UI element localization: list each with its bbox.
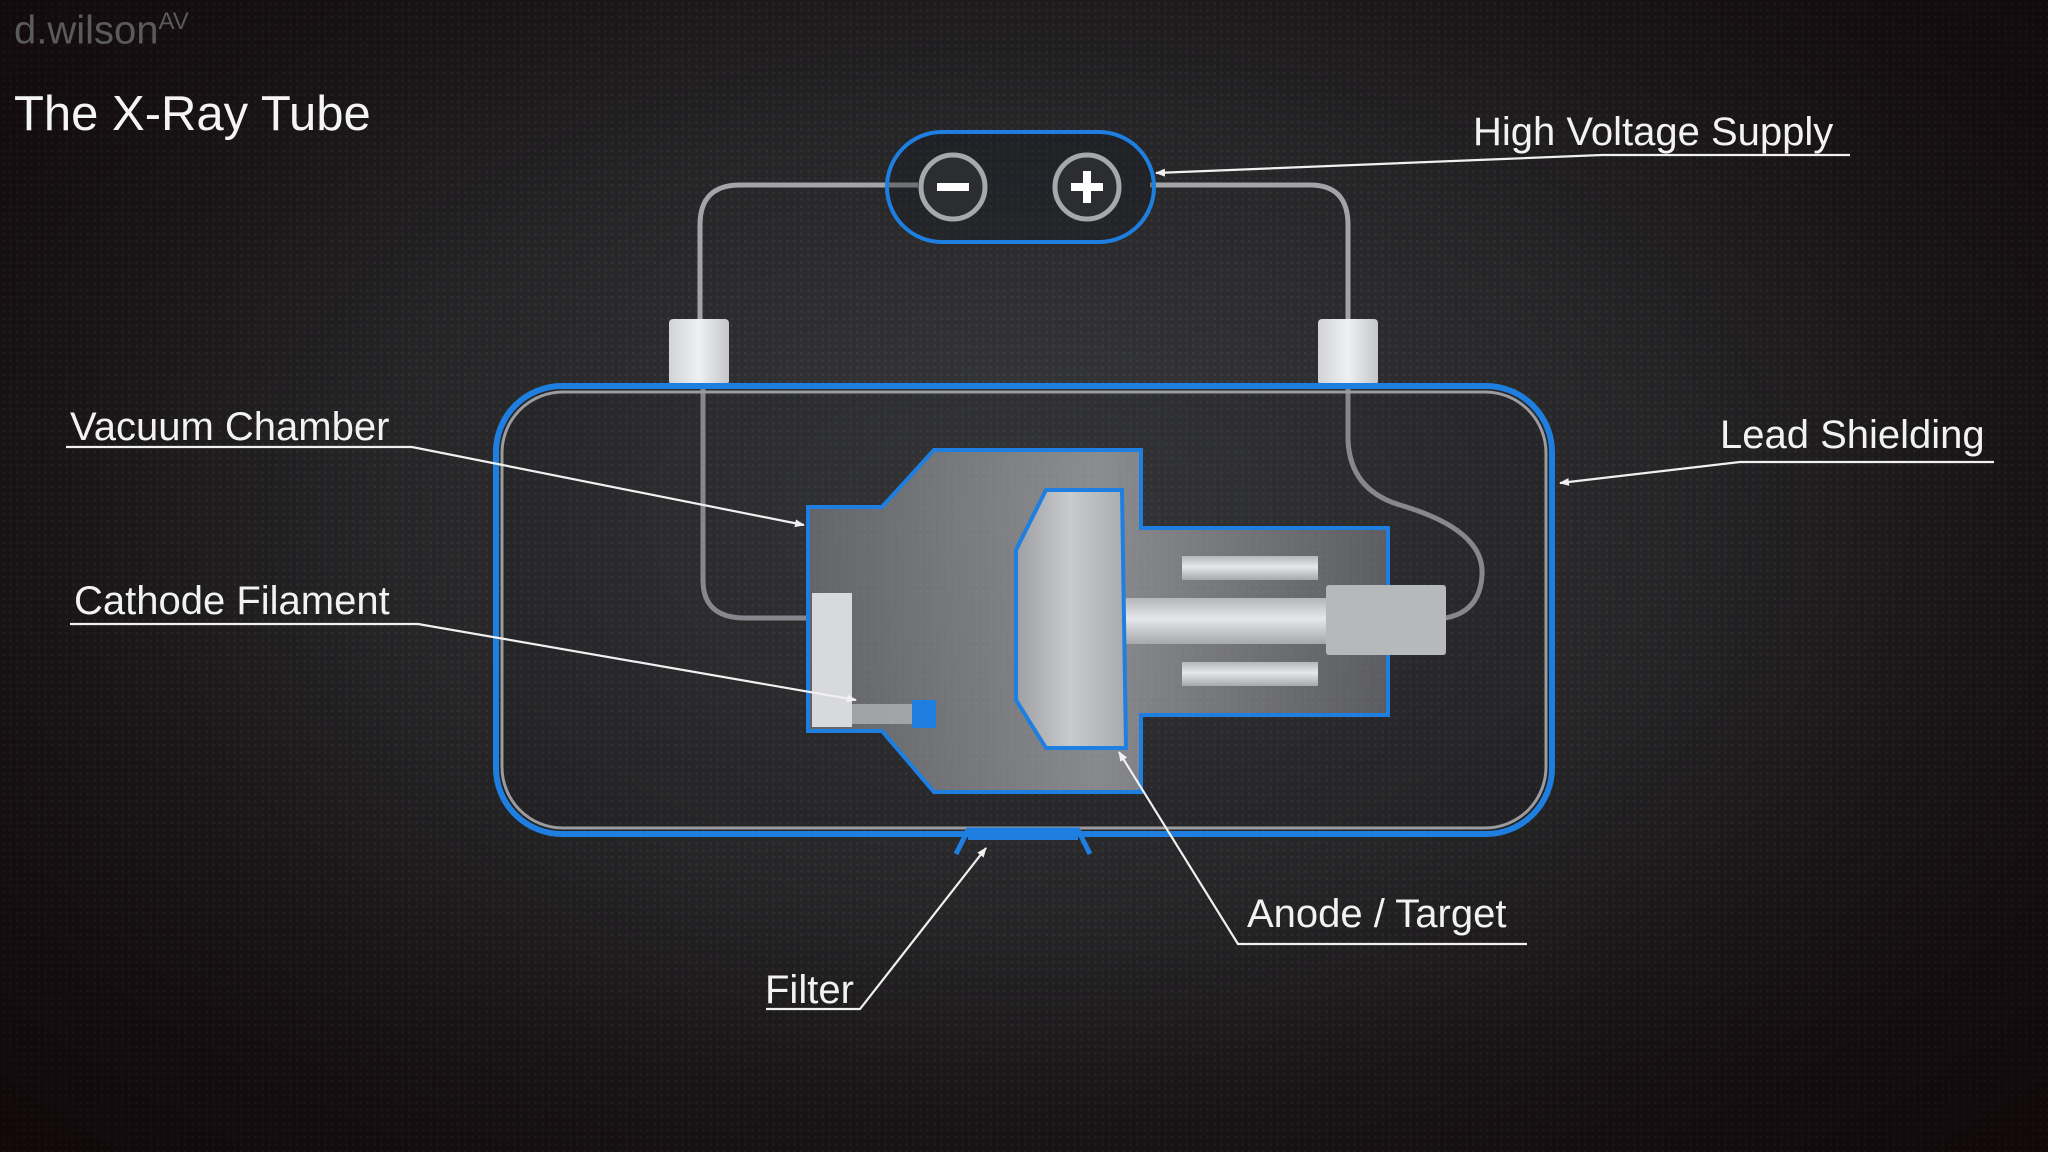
leader-lines [66,153,1994,1011]
page-title: The X-Ray Tube [14,87,371,141]
cathode-stem [852,704,912,724]
leader-vacuum-chamber [66,445,805,528]
leader-high-voltage [1155,153,1850,177]
terminal-right [1318,319,1378,385]
anode-assembly [1014,488,1446,750]
anode-rotor-bottom [1182,662,1318,686]
cathode-filament-element [912,700,936,728]
leader-cathode-filament [70,622,857,703]
filter-window [953,827,1093,856]
plus-sign-vertical [1083,171,1091,203]
anode-target-disc [1014,488,1129,750]
cathode-block [812,593,852,727]
anode-rotor-top [1182,556,1318,580]
label-vacuum-chamber: Vacuum Chamber [70,405,389,449]
leader-lead-shielding [1559,460,1994,486]
anode-bearing [1326,585,1446,655]
wire-positive [1150,182,1351,320]
leader-filter [766,847,987,1011]
label-high-voltage-supply: High Voltage Supply [1473,110,1833,154]
wire-cathode-internal [700,385,810,621]
leader-anode-target [1118,751,1527,946]
anode-shaft [1124,598,1342,644]
label-cathode-filament: Cathode Filament [74,579,390,623]
label-filter: Filter [765,968,854,1012]
diagram-labels: High Voltage Supply Vacuum Chamber Lead … [70,110,1985,1012]
filter-plate [968,834,1078,840]
watermark-superscript: AV [158,8,189,35]
cathode-assembly [812,593,936,728]
minus-sign-icon [937,183,969,191]
watermark: d.wilsonAV [14,8,189,53]
watermark-text: d.wilson [14,8,159,53]
wire-anode-internal [1345,385,1485,621]
label-anode-target: Anode / Target [1247,892,1506,936]
wire-negative [697,182,918,320]
high-voltage-supply [885,130,1156,244]
filter-slot [953,827,1093,856]
label-lead-shielding: Lead Shielding [1720,413,1985,457]
circuit-wires [697,182,1485,621]
terminal-left [669,319,729,385]
